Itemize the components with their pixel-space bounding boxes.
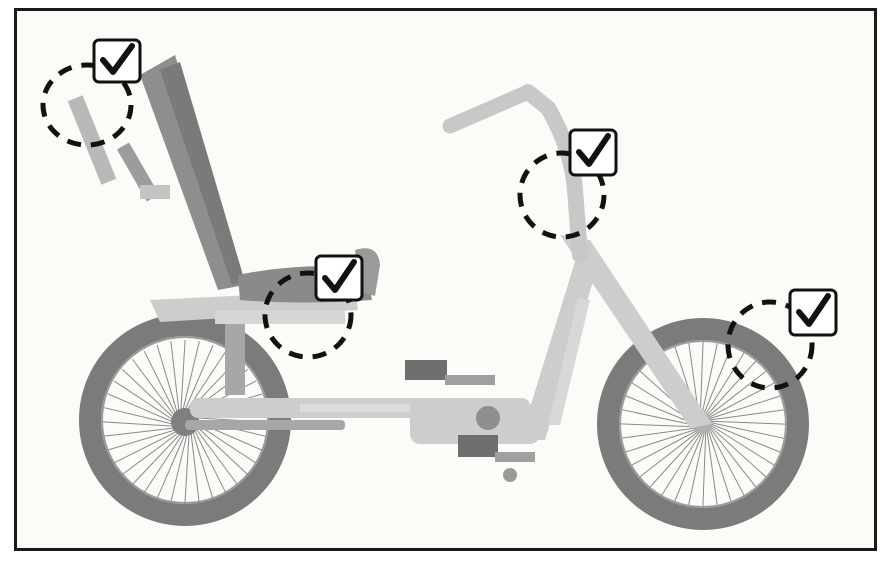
wheel-spoke <box>710 420 786 425</box>
checkpoint-front-wheel-hub <box>725 288 838 391</box>
wheel-spoke <box>622 409 696 426</box>
wheel-spoke <box>156 344 178 413</box>
wheel-spoke <box>104 407 174 425</box>
wheel-spoke <box>192 431 214 500</box>
checkmark-icon <box>796 293 831 327</box>
wheel-spoke <box>631 429 699 466</box>
wheel-spoke <box>113 380 174 421</box>
wheel-spoke <box>702 346 732 417</box>
wheel-spoke <box>143 350 177 415</box>
wheel-spoke <box>193 429 227 494</box>
checkmark-icon <box>576 133 611 167</box>
wheel-spoke <box>649 431 701 488</box>
wheel-spoke <box>710 424 775 466</box>
wheel-spoke <box>131 358 176 417</box>
checkmark-icon <box>100 43 135 75</box>
wheel-spoke <box>639 430 700 478</box>
wheel-spoke <box>625 395 696 425</box>
wheel-spoke <box>131 432 182 486</box>
wheel-spoke <box>121 431 180 476</box>
wheel-spoke <box>121 368 175 419</box>
wheel-spoke <box>708 395 781 420</box>
wheel-spoke <box>113 430 178 464</box>
wheel-spoke <box>190 432 200 503</box>
wheel-spoke <box>170 433 188 503</box>
checkmark-icon <box>322 259 357 293</box>
wheel-spoke <box>196 423 257 464</box>
wheel-spoke <box>710 423 781 453</box>
wheel-spoke <box>709 409 784 421</box>
wheel-spoke <box>699 341 704 417</box>
wheel-spoke <box>195 425 249 476</box>
wheel-spoke <box>710 422 784 439</box>
checkpoint-handlebar-stem <box>517 128 618 240</box>
wheel-spoke <box>705 360 757 417</box>
wheel-spoke <box>184 433 190 505</box>
checkpoint-headrest-mount <box>40 38 142 148</box>
wheel-spoke <box>674 431 704 502</box>
wheel-spoke <box>156 433 186 500</box>
wheel-spoke <box>182 341 200 411</box>
wheel-spoke <box>170 341 180 412</box>
wheel-spoke <box>143 433 184 494</box>
pedals <box>405 360 535 482</box>
wheel-spoke <box>102 421 174 427</box>
wheel-spoke <box>688 431 705 505</box>
wheel-spoke <box>703 352 745 417</box>
wheel-spoke <box>107 429 176 451</box>
wheel-spoke <box>107 393 174 423</box>
wheel-spoke <box>620 423 696 428</box>
wheel-spoke <box>706 370 767 418</box>
wheel-spoke <box>180 339 186 411</box>
wheel-spoke <box>709 427 757 488</box>
wheel-spoke <box>661 431 703 496</box>
wheel-spoke <box>706 430 718 505</box>
checkpoint-seat-mount <box>262 254 364 360</box>
wheel-spoke <box>701 343 718 417</box>
wheel-spoke <box>184 344 214 411</box>
wheel-spoke <box>708 428 745 496</box>
wheel-spoke <box>710 426 767 478</box>
wheel-spoke <box>194 427 239 486</box>
wheel-spoke <box>707 429 732 502</box>
wheel-spoke <box>622 427 697 439</box>
wheel-spoke <box>104 427 175 437</box>
wheel-spoke <box>702 431 707 507</box>
wheel-spoke <box>625 428 698 453</box>
